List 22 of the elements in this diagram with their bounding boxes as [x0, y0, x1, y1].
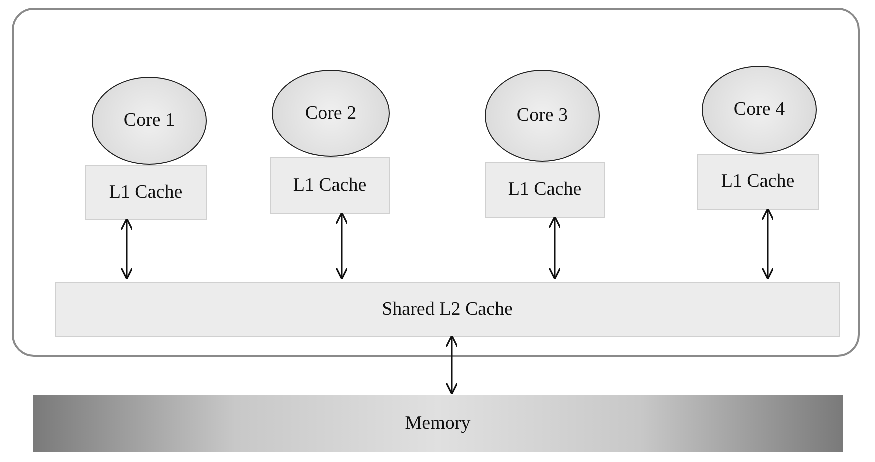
double-arrow: [336, 212, 348, 280]
node-label: L1 Cache: [293, 174, 367, 196]
double-arrow: [762, 208, 774, 280]
cache-box: [85, 165, 207, 220]
node-label: Shared L2 Cache: [382, 298, 513, 320]
cache-box: [270, 157, 390, 214]
cache-box: [697, 154, 819, 210]
double-arrow: [548, 216, 562, 280]
node-label: Memory: [405, 412, 471, 434]
node-label: L1 Cache: [721, 171, 795, 193]
chip-outline: [12, 8, 860, 357]
node-label: L1 Cache: [508, 179, 582, 201]
node-label: Core 1: [124, 110, 176, 132]
node-label: Core 3: [516, 105, 568, 127]
memory-bar: [33, 395, 843, 452]
node-label: Core 2: [305, 102, 357, 124]
double-arrow: [120, 218, 134, 280]
cache-box: [485, 162, 605, 218]
node-label: L1 Cache: [109, 182, 183, 204]
shared-cache-box: [55, 282, 840, 337]
node-label: Core 4: [734, 99, 786, 121]
double-arrow: [446, 335, 458, 395]
